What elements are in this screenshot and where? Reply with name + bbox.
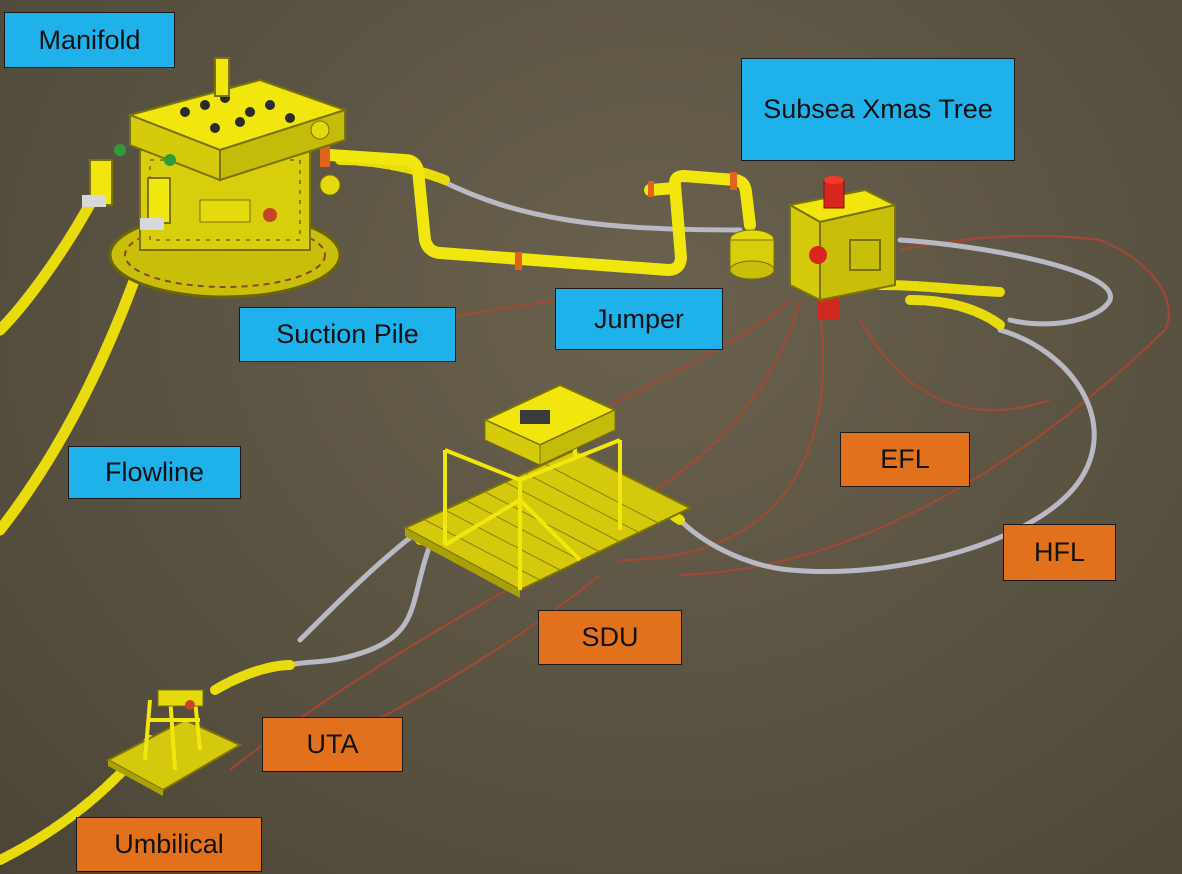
label-subsea-xmas-tree: Subsea Xmas Tree — [741, 58, 1015, 161]
manifold-structure — [82, 57, 349, 299]
label-sdu: SDU — [538, 610, 682, 665]
xmas-tree-structure — [729, 176, 898, 320]
jumper-markers — [320, 145, 737, 270]
label-jumper: Jumper — [555, 288, 723, 350]
label-manifold: Manifold — [4, 12, 175, 68]
sdu-structure — [402, 383, 693, 598]
label-uta: UTA — [262, 717, 403, 772]
label-umbilical: Umbilical — [76, 817, 262, 872]
label-suction-pile: Suction Pile — [239, 307, 456, 362]
label-hfl: HFL — [1003, 524, 1116, 581]
uta-structure — [105, 689, 243, 796]
hydraulic-hoses — [287, 177, 1113, 668]
label-efl: EFL — [840, 432, 970, 487]
label-flowline: Flowline — [68, 446, 241, 499]
